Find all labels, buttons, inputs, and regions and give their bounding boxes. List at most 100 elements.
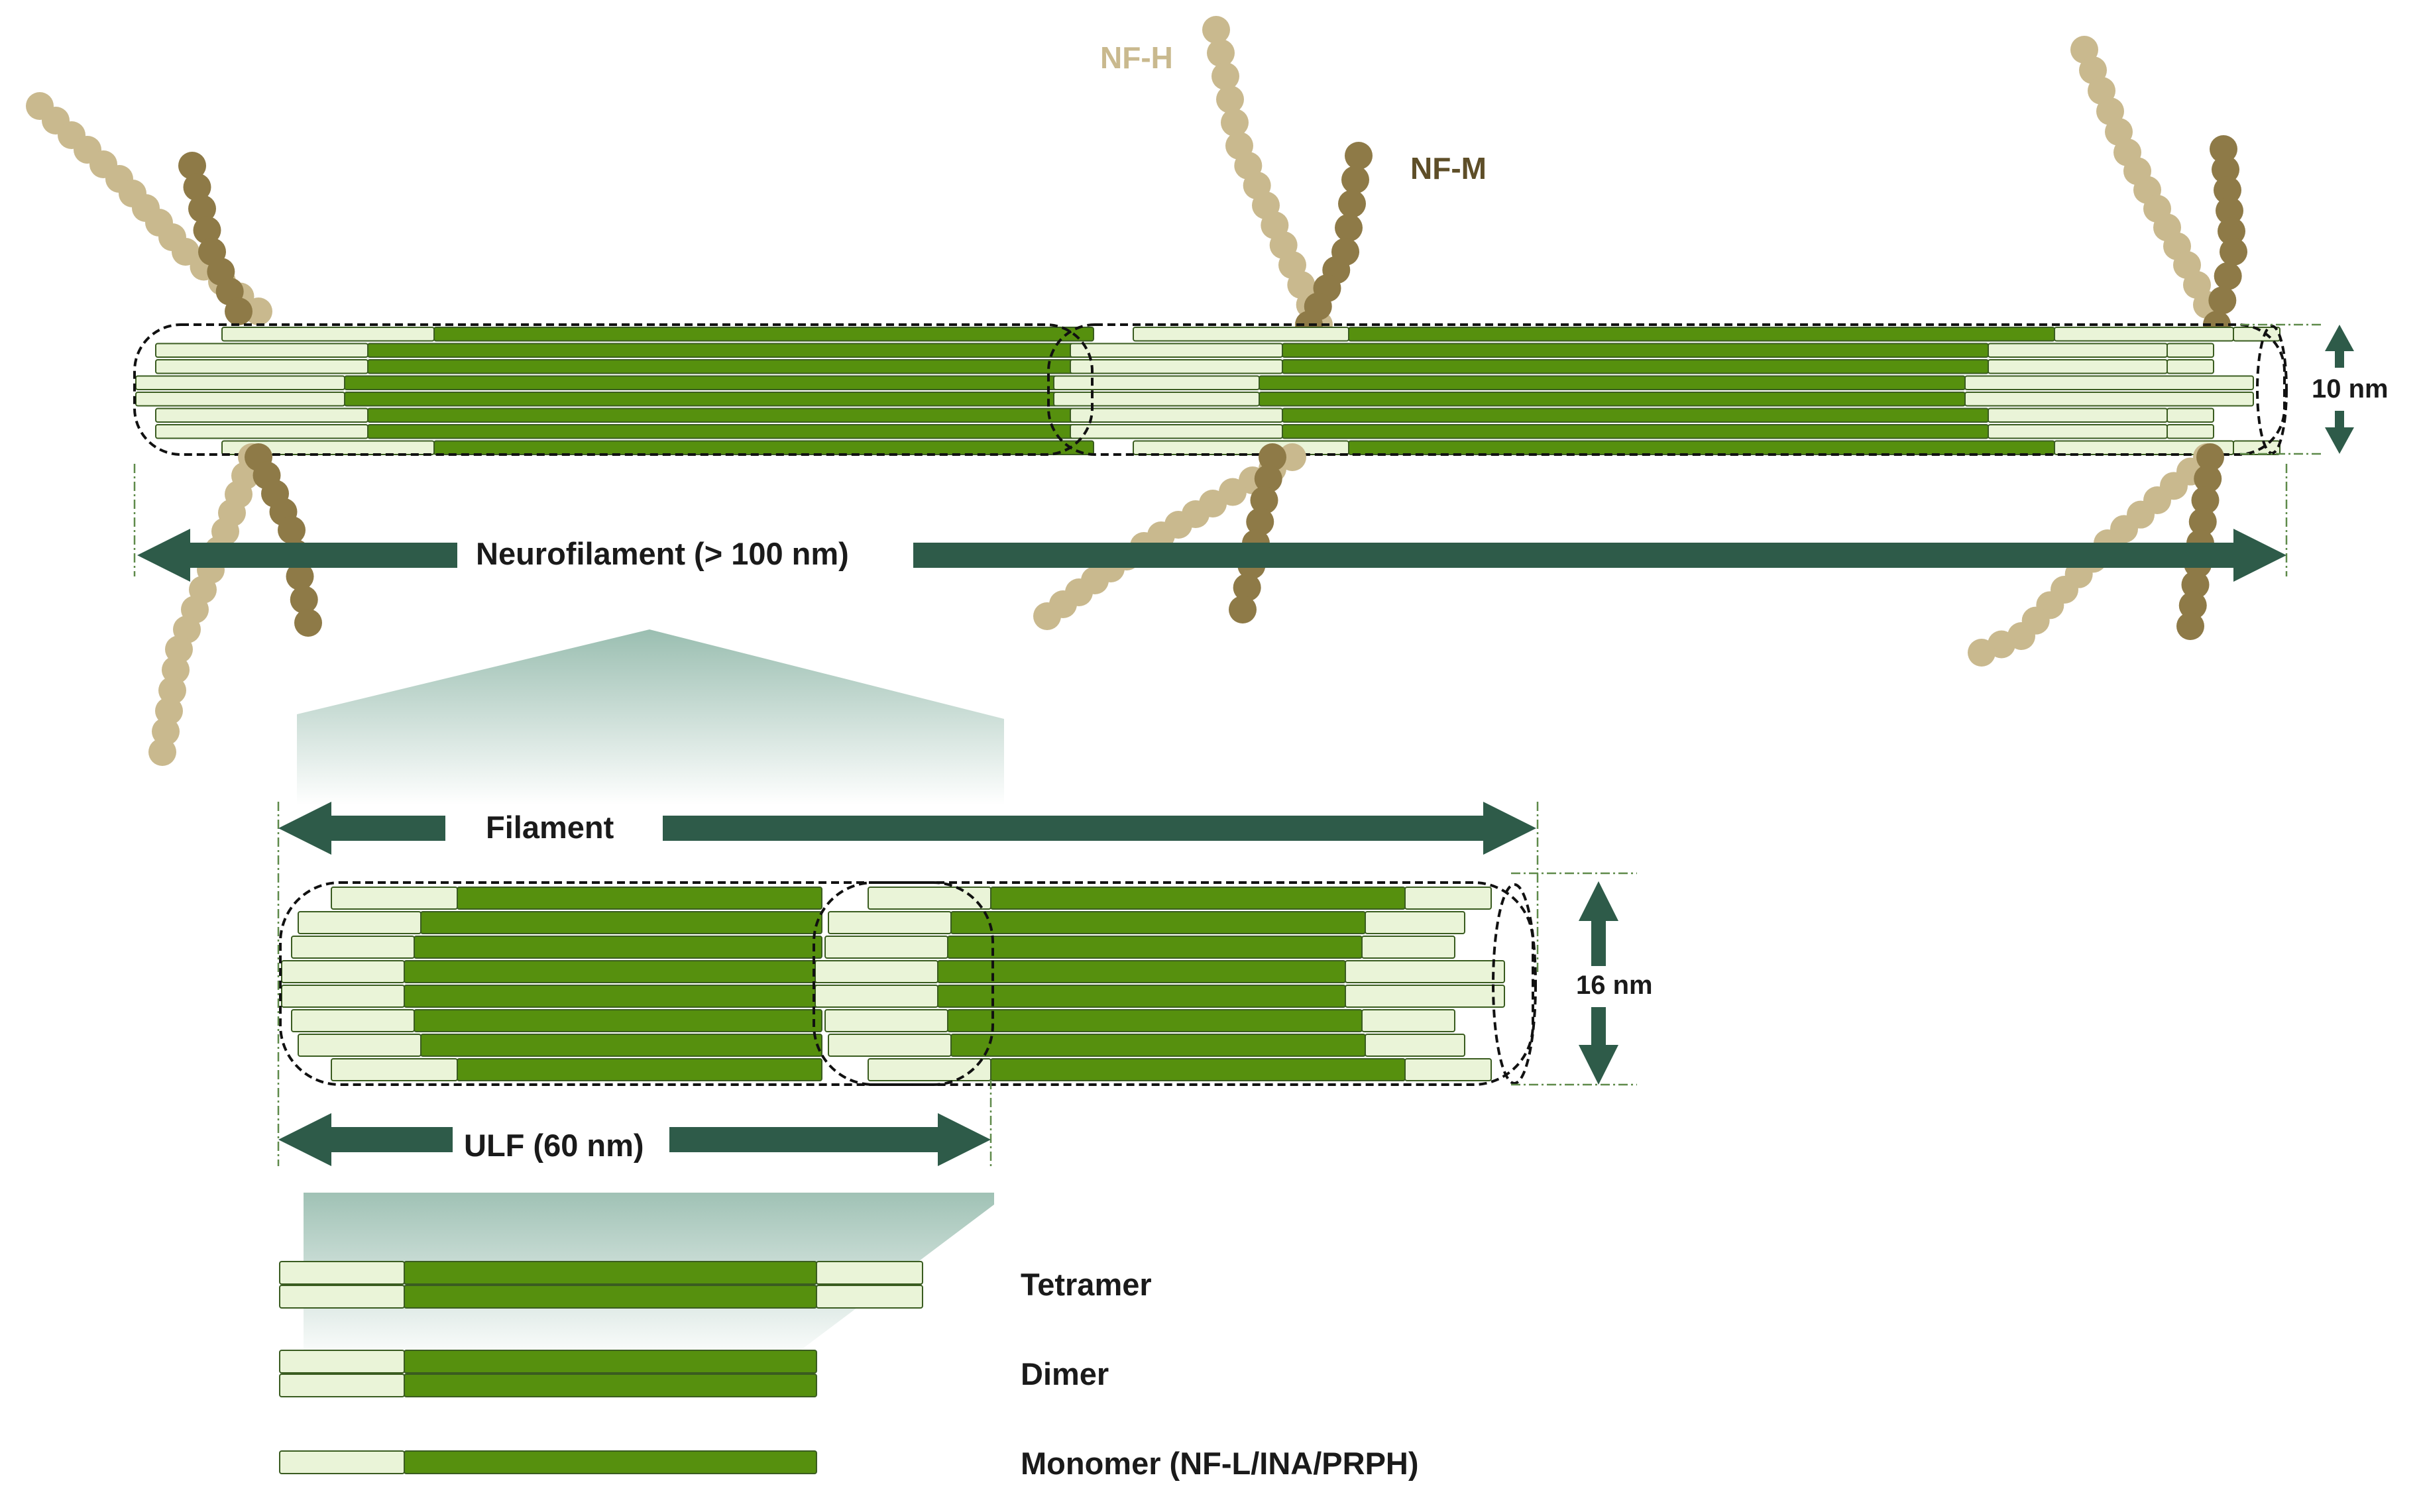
strand-head (828, 1034, 952, 1057)
strand-rod (1282, 343, 1989, 358)
strand-rod (457, 1058, 822, 1081)
strand-tail (1988, 359, 2168, 374)
strand-rod (404, 1450, 817, 1474)
strand-rod (433, 440, 1094, 455)
strand-rod (367, 359, 1094, 374)
arrow-head-left (278, 1113, 331, 1166)
nf-m-arm-left-bottom (245, 443, 322, 637)
ulf-length-arrow (278, 1113, 991, 1166)
strand-tail (1964, 375, 2254, 390)
strand-rod (947, 1009, 1363, 1032)
dimer-model (279, 1350, 817, 1397)
ulf-outline-right (813, 881, 1534, 1086)
unit-outline-right (1047, 323, 2286, 456)
bead (2214, 176, 2241, 204)
nf-h-arm-right-top (2070, 36, 2231, 339)
strand-head (291, 936, 415, 959)
arrow-head-left (137, 529, 190, 582)
diameter-label-16nm: 16 nm (1576, 971, 1653, 1000)
arrow-shaft (2335, 411, 2344, 427)
strand-head (815, 960, 938, 983)
dimension-arrows (137, 325, 2354, 1166)
arrow-shaft (331, 1127, 453, 1152)
bead (2212, 156, 2239, 184)
strand-rod (1259, 375, 1966, 390)
strand-rod (367, 424, 1094, 439)
neurofilament-length-label: Neurofilament (> 100 nm) (476, 536, 849, 571)
bead (2178, 591, 2207, 620)
bead (225, 297, 253, 325)
arrow-head-right (1483, 802, 1536, 855)
bead (2214, 262, 2242, 290)
bead (1246, 508, 1274, 536)
strand-tail (816, 1261, 923, 1285)
arrow-head-up (2325, 325, 2354, 351)
bead (148, 738, 176, 766)
strand-rod (414, 1009, 822, 1032)
strand-tail (1404, 887, 1492, 910)
bead (165, 635, 193, 663)
strand-rod (414, 936, 822, 959)
bead (1229, 596, 1257, 623)
bead (1216, 85, 1244, 113)
strand-rod (420, 1034, 822, 1057)
strand-rod (404, 985, 822, 1008)
bead (158, 676, 186, 704)
strand-rod (937, 985, 1346, 1008)
strand-rod (1348, 440, 2055, 455)
strand-stub (2233, 440, 2280, 455)
bead (1250, 486, 1278, 514)
bead (278, 516, 306, 544)
strand-head (298, 911, 422, 934)
bead (2220, 238, 2247, 266)
strand-rod (1282, 424, 1989, 439)
bead (2181, 570, 2210, 599)
strand-rod (457, 887, 822, 910)
bead (1338, 189, 1366, 218)
strand-head (279, 1374, 405, 1397)
strand-rod (1282, 359, 1989, 374)
bead (286, 563, 314, 590)
strand-stub (2167, 343, 2214, 358)
strand-rod (1282, 407, 1989, 423)
strand-head (279, 1261, 405, 1285)
tetramer-label: Tetramer (1021, 1267, 1152, 1302)
nf-h-label: NF-H (1100, 40, 1173, 75)
arrow-shaft (1591, 921, 1606, 966)
bead (2216, 197, 2243, 225)
strand-rod (937, 960, 1346, 983)
bead (1335, 213, 1363, 242)
neurofilament-length-arrow (137, 529, 2286, 582)
arrow-head-left (278, 802, 331, 855)
strand-tail (1345, 985, 1505, 1008)
strand-rod (404, 1285, 817, 1309)
arrow-shaft (663, 816, 1483, 841)
strand-tail (1964, 392, 2254, 407)
ulf-length-label: ULF (60 nm) (464, 1128, 644, 1163)
strand-rod (990, 1058, 1406, 1081)
strand-tail (1988, 343, 2168, 358)
guide-lines (133, 323, 2323, 1166)
strand-head (815, 985, 938, 1008)
strand-rod (950, 911, 1366, 934)
filament-label: Filament (486, 810, 614, 845)
strand-rod (947, 936, 1363, 959)
strand-rod (404, 1350, 817, 1374)
strand-head (291, 1009, 415, 1032)
strand-head (155, 407, 368, 423)
arrow-head-down (1579, 1045, 1618, 1085)
strand-rod (1348, 327, 2055, 342)
bead (1233, 573, 1261, 602)
strand-head (1070, 359, 1283, 374)
strand-head (331, 1058, 458, 1081)
strand-head (298, 1034, 422, 1057)
strand-rod (404, 960, 822, 983)
bead (1202, 16, 1230, 44)
strand-head (135, 392, 345, 407)
arrow-shaft (331, 816, 445, 841)
bead (152, 718, 180, 745)
strand-head (279, 1285, 405, 1309)
bead (155, 697, 183, 725)
zoom-funnel-upper (297, 629, 1004, 805)
